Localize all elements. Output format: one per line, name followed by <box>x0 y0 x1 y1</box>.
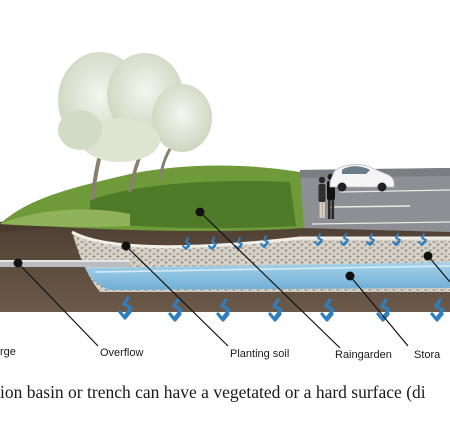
label-planting-soil: Planting soil <box>230 348 289 360</box>
infiltration-arrow-icon <box>118 296 445 322</box>
grass-mound <box>0 165 304 231</box>
label-raingarden: Raingarden <box>335 349 392 361</box>
surface-infiltration-arrows <box>182 233 427 250</box>
car-icon <box>329 164 395 192</box>
leader-lines <box>17 211 450 349</box>
label-recharge: rge <box>0 346 16 358</box>
label-storage: Stora <box>414 349 441 361</box>
water-storage <box>85 262 450 290</box>
figure-caption: ion basin or trench can have a vegetated… <box>0 382 426 402</box>
tree-icon <box>58 52 212 201</box>
leader-dots <box>121 207 433 281</box>
label-overflow: Overflow <box>100 347 143 359</box>
